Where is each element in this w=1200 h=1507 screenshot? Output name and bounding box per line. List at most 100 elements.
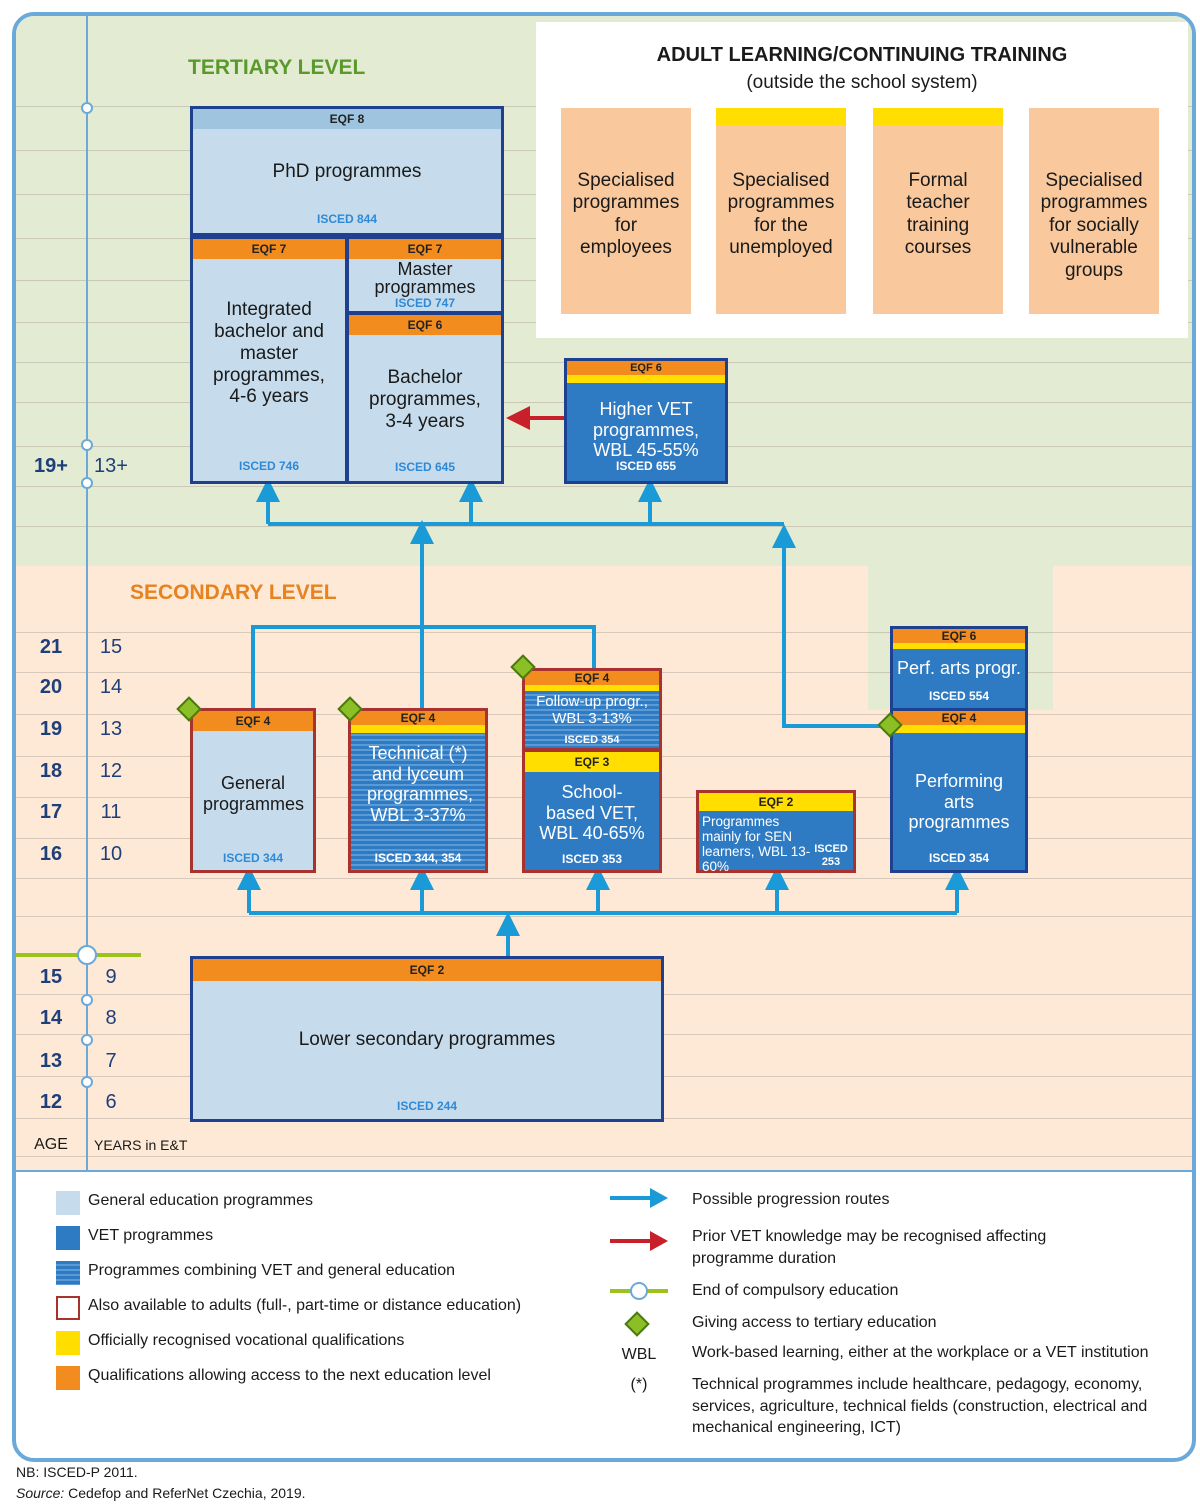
years-label: 9	[105, 966, 117, 988]
vocational-qualification-bar	[716, 108, 846, 125]
footer-source-label: Source:	[16, 1485, 65, 1501]
legend-access-text: Qualifications allowing access to the ne…	[88, 1367, 491, 1384]
bachelor-programmes-box: EQF 6 Bachelor programmes, 3-4 years ISC…	[346, 312, 504, 484]
perf-arts-progr-box: EQF 6 Perf. arts progr. ISCED 554	[890, 626, 1028, 711]
integrated-programmes-box: EQF 7 Integrated bachelor and master pro…	[190, 236, 348, 484]
isced-label: ISCED 554	[928, 689, 990, 703]
adult-learning-subtitle: (outside the school system)	[746, 72, 978, 93]
school-based-vet-box: EQF 3 School-based VET, WBL 40-65% ISCED…	[522, 749, 662, 873]
years-label: 13	[99, 718, 123, 740]
master-label: Master programmes	[374, 259, 476, 297]
master-programmes-box: EQF 7 Master programmes ISCED 747	[346, 236, 504, 314]
legend-vet-swatch	[56, 1226, 80, 1250]
axis-dot	[81, 1034, 93, 1046]
lower-secondary-box: EQF 2 Lower secondary programmes ISCED 2…	[190, 956, 664, 1122]
eqf-bar: EQF 8	[193, 109, 501, 129]
performing-arts-label: Performing arts programmes	[908, 771, 1010, 833]
axis-dot	[81, 102, 93, 114]
eqf-bar: EQF 7	[349, 239, 501, 259]
eqf-bar: EQF 3	[525, 752, 659, 772]
legend-vet-text: VET programmes	[88, 1227, 214, 1244]
isced-label: ISCED 344, 354	[374, 851, 462, 865]
technical-lyceum-box: EQF 4 Technical (*) and lyceum programme…	[348, 708, 488, 873]
vocational-qualification-bar	[893, 725, 1025, 733]
grid-line	[16, 526, 1192, 527]
sen-programmes-box: EQF 2 Programmes mainly for SEN learners…	[696, 790, 856, 875]
isced-label: ISCED 354	[928, 851, 990, 865]
isced-label: ISCED 747	[394, 296, 456, 310]
age-label: 14	[39, 1007, 63, 1029]
general-label: General programmes	[203, 773, 305, 814]
tertiary-level-title: TERTIARY LEVEL	[188, 56, 366, 79]
age-label: 13	[39, 1050, 63, 1072]
age-label: 17	[39, 801, 63, 823]
legend-symbols	[610, 1188, 668, 1300]
years-label: 11	[100, 801, 122, 823]
isced-label: ISCED 645	[394, 460, 456, 474]
eqf-bar: EQF 4	[351, 711, 485, 725]
phd-box: EQF 8 PhD programmes ISCED 844	[190, 106, 504, 236]
eqf-bar: EQF 2	[699, 793, 853, 811]
age-label: 15	[39, 966, 63, 988]
follow-up-label: Follow-up progr., WBL 3-13%	[536, 693, 648, 728]
performing-arts-box: EQF 4 Performing arts programmes ISCED 3…	[890, 708, 1028, 873]
legend-divider	[16, 1170, 1192, 1172]
legend-combined-text: Programmes combining VET and general edu…	[88, 1262, 456, 1279]
school-vet-label: School-based VET, WBL 40-65%	[539, 782, 645, 844]
years-axis-title: YEARS in E&T	[94, 1137, 188, 1153]
years-label: 10	[99, 843, 123, 865]
grid-line	[16, 916, 1192, 917]
lower-secondary-label: Lower secondary programmes	[298, 1029, 556, 1050]
perf-arts-progr-label: Perf. arts progr.	[896, 658, 1022, 678]
grid-line	[16, 486, 1192, 487]
years-label: 12	[99, 760, 123, 782]
sen-label: Programmes mainly for SEN learners, WBL …	[702, 814, 811, 875]
age-label: 19+	[34, 455, 68, 477]
isced-label: ISCED 253	[814, 843, 848, 868]
age-label: 16	[39, 843, 63, 865]
adult-box-label: Specialised programmes for employees	[572, 170, 680, 259]
years-label: 8	[105, 1007, 117, 1029]
general-programmes-box: EQF 4 General programmes ISCED 344	[190, 708, 316, 873]
isced-label: ISCED 344	[222, 851, 284, 865]
legend-wbl: WBL	[621, 1346, 657, 1363]
technical-label: Technical (*) and lyceum programmes, WBL…	[367, 743, 474, 826]
grid-line	[16, 632, 1192, 633]
age-label: 21	[39, 636, 63, 658]
axis-dot	[81, 994, 93, 1006]
axis-dot	[81, 439, 93, 451]
legend-recognition-text: Prior VET knowledge may be recognised af…	[692, 1228, 1047, 1267]
diagram-frame: ADULT LEARNING/CONTINUING TRAINING (outs…	[12, 12, 1196, 1462]
isced-label: ISCED 244	[396, 1099, 458, 1113]
eqf-bar: EQF 4	[193, 711, 313, 731]
isced-label: ISCED 844	[316, 212, 378, 226]
adult-box-vulnerable-groups: Specialised programmes for socially vuln…	[1029, 108, 1159, 314]
legend-vocational-text: Officially recognised vocational qualifi…	[88, 1332, 405, 1349]
axis-dot	[81, 1076, 93, 1088]
adult-box-label: Specialised programmes for the unemploye…	[727, 170, 835, 259]
adult-learning-title: ADULT LEARNING/CONTINUING TRAINING	[656, 44, 1068, 66]
eqf-bar: EQF 4	[525, 671, 659, 685]
grid-line	[16, 1156, 1192, 1157]
vocational-qualification-bar	[351, 725, 485, 733]
end-of-compulsory-marker	[77, 945, 97, 965]
higher-vet-box: EQF 6 Higher VET programmes, WBL 45-55% …	[564, 358, 728, 484]
years-label: 6	[105, 1091, 117, 1113]
age-label: 18	[39, 760, 63, 782]
secondary-level-title: SECONDARY LEVEL	[130, 581, 337, 604]
age-axis-title: AGE	[34, 1136, 68, 1153]
isced-label: ISCED 746	[238, 459, 300, 473]
isced-label: ISCED 353	[561, 852, 623, 866]
vocational-qualification-bar	[893, 643, 1025, 649]
age-label: 12	[39, 1091, 63, 1113]
legend-tertiary-access-text: Giving access to tertiary education	[692, 1314, 937, 1331]
adult-box-label: Specialised programmes for socially vuln…	[1040, 170, 1148, 281]
eqf-bar: EQF 2	[193, 959, 661, 981]
legend-general-text: General education programmes	[88, 1192, 314, 1209]
bachelor-label: Bachelor programmes, 3-4 years	[369, 367, 481, 432]
legend-wbl-text: Work-based learning, either at the workp…	[692, 1344, 1149, 1361]
legend-technical-note: Technical programmes include healthcare,…	[692, 1376, 1148, 1437]
legend-asterisk: (*)	[630, 1376, 648, 1393]
phd-label: PhD programmes	[272, 161, 422, 182]
footer-source-text: Cedefop and ReferNet Czechia, 2019.	[64, 1485, 306, 1501]
